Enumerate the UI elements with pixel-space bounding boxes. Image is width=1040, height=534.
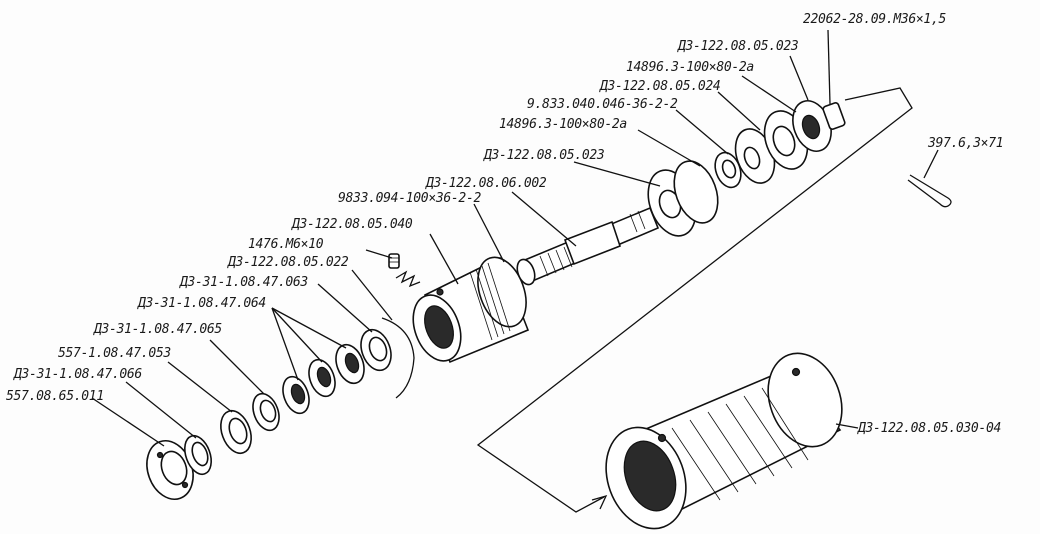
- label-22062: 22062-28.09.М36×1,5: [803, 12, 946, 27]
- assembly-route-line: [476, 87, 913, 513]
- label-d3-024: Д3-122.08.05.024: [599, 79, 720, 94]
- part-seal-lower: [647, 160, 719, 237]
- label-14896-lower: 14896.3-100×80-2а: [499, 117, 627, 132]
- part-ring-053: [220, 409, 252, 455]
- label-d3-31-066: Д3-31-1.08.47.066: [13, 367, 142, 382]
- label-d3-31-065: Д3-31-1.08.47.065: [93, 322, 222, 337]
- label-d3-023-lower: Д3-122.08.05.023: [483, 148, 604, 163]
- part-ring-065: [252, 392, 280, 432]
- label-d3-31-064: Д3-31-1.08.47.064: [137, 296, 266, 311]
- label-d3-030-04: Д3-122.08.05.030-04: [857, 421, 1001, 436]
- label-d3-023-top: Д3-122.08.05.023: [677, 39, 798, 54]
- part-bearing-housing: [412, 256, 530, 364]
- part-bearing-small: [714, 151, 742, 189]
- part-set-screw: [388, 253, 400, 269]
- label-d3-31-063: Д3-31-1.08.47.063: [179, 275, 308, 290]
- part-outer-tube: [605, 352, 843, 530]
- leader-lines: [91, 29, 939, 447]
- label-9833-040: 9.833.040.046-36-2-2: [527, 97, 678, 112]
- assembly-arrow-head: [591, 494, 608, 510]
- label-d3-022: Д3-122.08.05.022: [227, 255, 349, 270]
- part-nut: [792, 100, 846, 152]
- label-557-053: 557-1.08.47.053: [58, 346, 171, 361]
- part-cotter-pin: [907, 174, 952, 208]
- part-ring-064c: [335, 343, 365, 385]
- label-14896-top: 14896.3-100×80-2а: [626, 60, 754, 75]
- part-ring-064b: [308, 358, 336, 398]
- part-ring-064a: [282, 375, 310, 415]
- label-9833-094: 9833.094-100×36-2-2: [338, 191, 481, 206]
- label-397: 397.6,3×71: [927, 136, 1003, 151]
- label-1476: 1476.М6×10: [248, 237, 324, 252]
- label-557-011: 557.08.65.011: [6, 389, 104, 404]
- label-d3-040: Д3-122.08.05.040: [291, 217, 413, 232]
- part-ring-066: [184, 434, 212, 476]
- part-circlip: [381, 317, 415, 399]
- part-ring-063: [360, 328, 392, 372]
- part-spring-wire: [395, 270, 421, 288]
- label-d3-shaft: Д3-122.08.06.002: [425, 176, 547, 191]
- part-shaft: [516, 206, 660, 286]
- part-end-flange: [146, 440, 194, 500]
